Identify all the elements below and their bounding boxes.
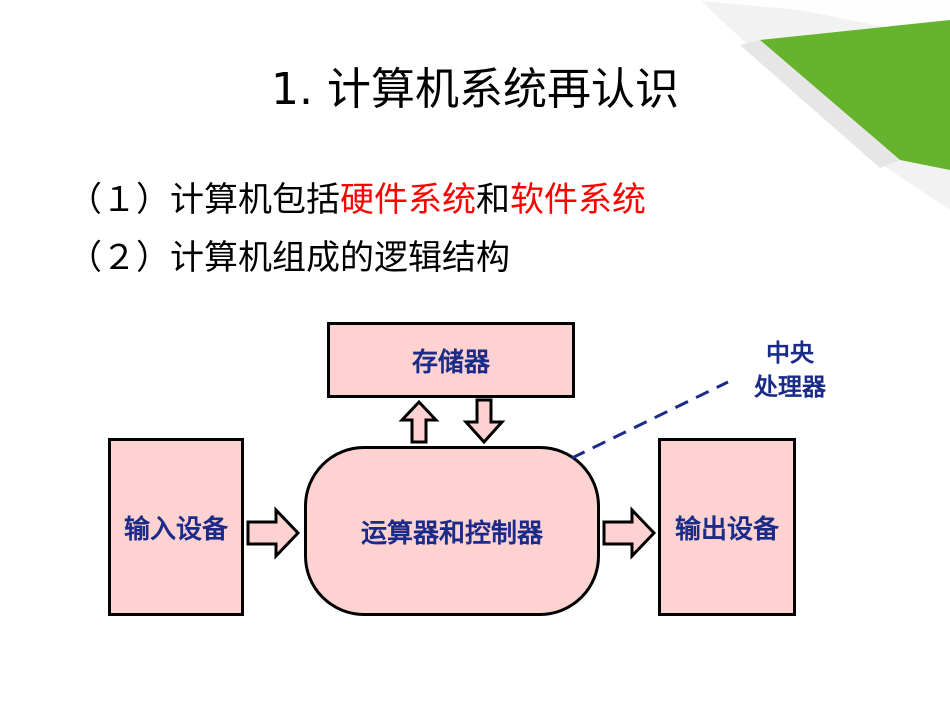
bullet-logical-structure: （２）计算机组成的逻辑结构 [68,238,510,278]
input-device-box: 输入设备 [108,438,244,616]
input-device-label: 输入设备 [123,514,228,545]
slide-title: 1. 计算机系统再认识 [271,64,679,115]
memory-box: 存储器 [327,322,575,398]
output-device-box: 输出设备 [658,438,796,616]
highlight-hardware-system: 硬件系统 [340,180,476,220]
cpu-label-line1: 中央 [766,339,814,367]
right-arrow-icon [246,506,301,560]
bullet-1-conjunction: 和 [476,180,510,220]
cpu-label-line2: 处理器 [754,373,826,401]
right-arrow-icon [602,506,657,560]
down-arrow-icon [462,398,506,445]
cpu-pointer-line [571,380,729,460]
cpu-label: 中央 处理器 [738,336,842,404]
highlight-software-system: 软件系统 [510,180,646,220]
alu-control-unit-box: 运算器和控制器 [304,446,600,616]
up-arrow-icon [398,399,440,444]
memory-label: 存储器 [411,347,490,378]
alu-control-label: 运算器和控制器 [360,518,543,549]
bullet-1-prefix: （１）计算机包括 [68,180,340,220]
output-device-label: 输出设备 [674,514,779,545]
bullet-hardware-software: （１）计算机包括硬件系统和软件系统 [68,178,646,222]
